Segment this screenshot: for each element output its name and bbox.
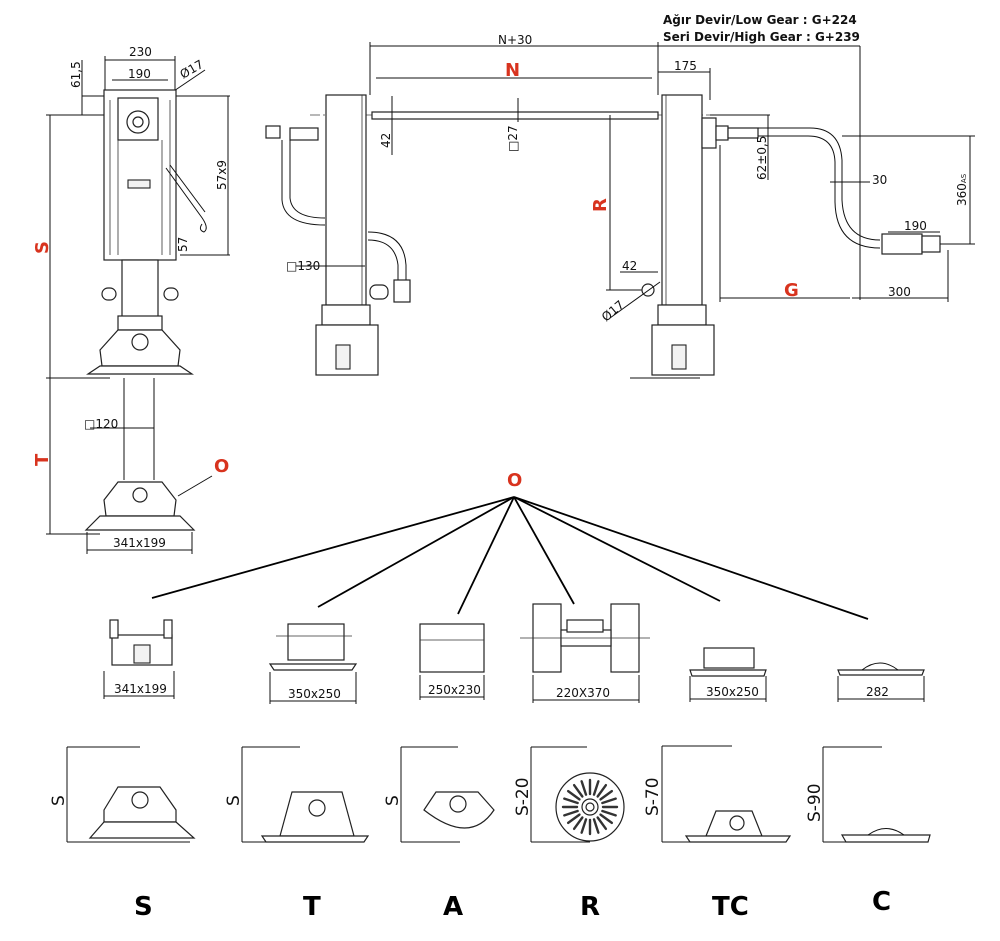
label-N: N: [505, 60, 520, 81]
hole-rail-right: [161, 100, 171, 255]
dim-shaft-27: □27: [506, 125, 520, 152]
height-label-A: S: [383, 795, 403, 806]
code-A: A: [443, 892, 463, 922]
dim-foot-341x199: 341x199: [113, 536, 166, 550]
foot-option-plan-A[interactable]: 250x230: [419, 623, 485, 700]
size-label-T: 350x250: [288, 687, 341, 701]
dim-N-plus-30: N+30: [498, 33, 532, 47]
radial-slots: [561, 778, 619, 836]
height-label-R: S-20: [513, 777, 533, 816]
radial-slot: [596, 783, 608, 798]
label-T: T: [32, 453, 53, 466]
dim-handle-300: 300: [888, 285, 911, 299]
foot-option-plan-T[interactable]: 350x250: [268, 623, 358, 704]
dim-61-5: 61,5: [69, 61, 83, 88]
dim-190: 190: [128, 67, 151, 81]
dim-handle-190: 190: [904, 219, 927, 233]
dim-dia17: Ø17: [178, 57, 206, 81]
low-gear-note: Ağır Devir/Low Gear : G+224: [663, 13, 857, 27]
radial-slot: [601, 809, 617, 817]
foot-option-S[interactable]: S S: [49, 746, 196, 922]
foot-option-C[interactable]: S-90 C: [805, 746, 931, 917]
foot-option-TC[interactable]: S-70 TC: [643, 745, 792, 922]
foot-option-A[interactable]: S A: [383, 746, 495, 922]
radial-slot: [566, 789, 581, 801]
front-view: N+30 N 175 Ağır Devir/Low Gear : G+224 S…: [265, 13, 975, 379]
radial-slot: [599, 813, 614, 825]
radial-slot: [572, 816, 584, 831]
high-gear-note: Seri Devir/High Gear : G+239: [663, 30, 860, 44]
height-label-C: S-90: [805, 783, 825, 822]
size-label-S: 341x199: [114, 682, 167, 696]
radial-slot: [596, 816, 608, 831]
code-S: S: [134, 892, 153, 922]
foot-options-selector: O: [151, 470, 869, 620]
side-view: 230 190 Ø17 61,5 57x9 57 S T: [32, 45, 230, 554]
dim-bracket-42: 42: [622, 259, 637, 273]
foot-option-plan-R[interactable]: 220X370: [520, 603, 650, 703]
dim-crank-tube-30: 30: [872, 173, 887, 187]
radial-slot: [563, 809, 579, 817]
foot-option-T[interactable]: S T: [224, 746, 370, 922]
radial-slot: [572, 783, 584, 798]
dim-bracket-dia17: Ø17: [599, 298, 627, 325]
size-label-C: 282: [866, 685, 889, 699]
radial-slot: [592, 780, 600, 796]
radial-slot: [563, 797, 579, 805]
height-label-S: S: [49, 795, 69, 806]
dim-tube-130: □130: [286, 259, 320, 273]
code-TC: TC: [712, 892, 749, 922]
foot-option-plan-C[interactable]: 282: [837, 662, 925, 702]
dim-57: 57: [176, 237, 190, 252]
label-O-side: O: [214, 456, 229, 477]
dim-tube-120: □120: [84, 417, 118, 431]
dim-230: 230: [129, 45, 152, 59]
label-O-options: O: [507, 470, 522, 491]
radial-slot: [580, 780, 588, 796]
radial-slot: [601, 797, 617, 805]
radial-slot: [599, 789, 614, 801]
size-label-R: 220X370: [556, 686, 610, 700]
foot-option-plan-S[interactable]: 341x199: [103, 619, 175, 699]
dim-crank-offset: 62±0,5: [755, 136, 769, 180]
code-R: R: [580, 892, 600, 922]
radial-slot: [592, 818, 600, 834]
dim-shaft-42: 42: [379, 133, 393, 148]
dim-175: 175: [674, 59, 697, 73]
height-label-TC: S-70: [643, 777, 663, 816]
label-G: G: [784, 280, 799, 301]
label-S: S: [32, 241, 53, 254]
code-T: T: [303, 892, 321, 922]
dim-crank-360: 360AS: [955, 173, 969, 206]
radial-slot: [566, 813, 581, 825]
code-C: C: [872, 887, 891, 917]
hole-rail-left: [109, 100, 119, 255]
size-label-A: 250x230: [428, 683, 481, 697]
foot-option-plan-TC[interactable]: 350x250: [689, 647, 767, 702]
foot-option-R[interactable]: S-20 R: [513, 746, 625, 922]
height-label-T: S: [224, 795, 244, 806]
size-label-TC: 350x250: [706, 685, 759, 699]
dim-57x9: 57x9: [215, 160, 229, 190]
radial-slot: [580, 818, 588, 834]
label-R: R: [590, 198, 611, 212]
